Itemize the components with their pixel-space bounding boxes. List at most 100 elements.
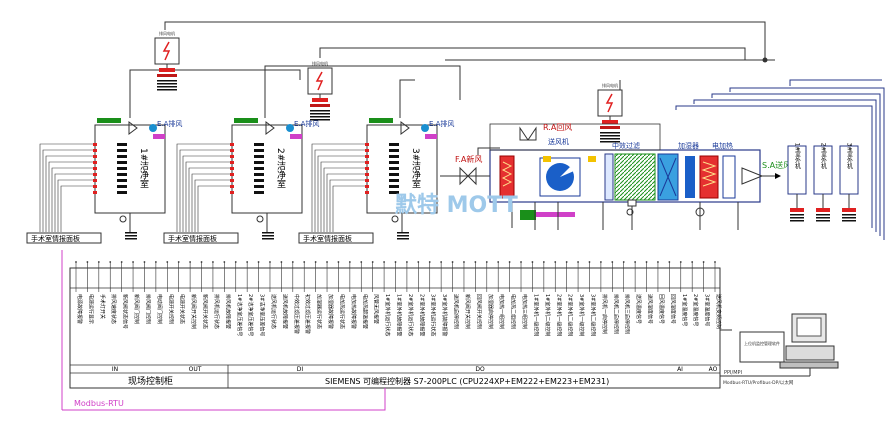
plc-terminal: 送风湿度信号 [645,261,654,324]
plc-terminal-label: 电动阀门控制 [156,294,163,324]
exhaust-fan-1: 排风电机 [154,30,180,91]
plc-terminal-label: 新风阀开关状态 [202,294,209,329]
plc-terminal-label: 3#室温度信号 [704,294,711,326]
plc-terminal: 电加热超温报警 [360,261,368,329]
plc-terminal-label: 电源开关状态 [179,294,186,324]
plc-terminal: 排风机二启停控制 [611,261,619,334]
return-air-label: R.A回风 [543,123,572,132]
plc-terminal: 2#室外机二级控制 [565,261,574,336]
plc-io-group-label: AI [677,366,683,373]
exhaust-fan-3: 排风电机 [597,82,623,143]
plc-terminal: 电加热二组控制 [508,261,517,329]
exhaust-valve-icon [286,124,294,132]
plc-terminal: 送风温度信号 [634,261,642,324]
supply-air-label: S.A送风 [762,160,791,170]
plc-terminal: 3#室外机故障报警 [440,261,448,336]
plc-terminal: 2#室外机一级控制 [554,261,562,336]
plc-terminal: 电源开关控制 [166,261,174,324]
surgery-info-panel [163,232,239,244]
cabinet-label: 现场控制柜 [128,375,173,387]
plc-terminal: 回风温度信号 [657,261,665,324]
plc-terminal-label: 送风机变频控制 [715,294,722,329]
plc-terminal-label: 风管无风报警 [373,294,380,324]
fresh-air-label: F.A新风 [455,154,482,164]
exhaust-valve-icon [149,124,157,132]
plc-terminal-label: 2#室外机二级控制 [567,294,574,336]
plc-terminal: 排风机一启停控制 [599,261,608,334]
plc-terminal-label: 3#洁净室压差信号 [259,294,266,336]
plc-block: 电源故障报警电源运行显示手术灯开关排风速度状态新风阀状态信号新风阀门控制排风阀门… [61,250,732,411]
plc-terminal: 新风阀开关控制 [463,261,471,329]
plc-terminal-label: 手术灯开关 [99,294,106,319]
outdoor-unit-label: 1#室外机 [794,143,801,171]
plc-terminal: 排风阀门控制 [143,261,151,324]
plc-terminal-label: 送风机运行状态 [270,294,277,329]
plc-terminal: 排风机故障报警 [223,261,231,329]
plc-terminal-label: 3#室外机运行状态 [430,294,437,336]
plc-io-group-label: AO [709,366,718,373]
plc-terminal-label: 加湿器故障报警 [327,294,334,329]
plc-terminal-label: 排风机一启停控制 [601,294,608,334]
exhaust-fan-label: 排风电机 [602,82,618,88]
plc-terminal: 送风机启停控制 [451,261,460,329]
plc-terminal: 加湿器故障报警 [326,261,334,329]
clean-room-label: 3#洁净室 [410,148,421,188]
plc-terminal: 手术灯开关 [97,261,106,319]
exhaust-fan-label: 排风电机 [159,30,175,36]
plc-terminal-label: 1#室外机运行状态 [384,294,391,336]
plc-terminal-label: 1#室外机二级控制 [544,294,551,336]
heater-label: 电加热 [712,141,733,150]
plc-terminal-label: 2#室外机故障报警 [418,294,425,336]
plc-terminal: 初效过滤压差报警 [303,261,311,334]
plc-terminal-label: 3#室外机一级控制 [578,294,585,336]
plc-frame [69,267,721,389]
plc-terminal: 3#室外机运行状态 [428,261,437,336]
plc-terminal: 3#洁净室压差信号 [257,261,266,336]
plc-terminal: 1#洁净室压差信号 [234,261,243,336]
surgery-panel-label: 手术室情报面板 [31,234,80,243]
power-icon [605,93,614,113]
plc-terminal: 排风机三启停控制 [622,261,631,334]
exhaust-air-label: E.A排风 [294,119,319,128]
plc-terminal: 风管无风报警 [371,261,380,324]
plc-terminal-label: 1#洁净室压差信号 [236,294,243,336]
plc-terminal-label: 回风温度信号 [658,294,665,324]
surgery-panel-label: 手术室情报面板 [303,234,352,243]
plc-io-group-label: OUT [189,366,202,373]
mid-efficiency-filter [614,153,656,201]
plc-terminal-label: 1#室外机故障报警 [396,294,403,336]
power-icon [162,41,171,61]
exhaust-fan-2: 排风电机 [307,60,333,121]
link-label-ppi: PPI/MPI [724,370,742,376]
surgery-info-panel [298,232,374,244]
plc-terminal-label: 新风阀门控制 [133,294,140,324]
plc-title: SIEMENS 可编程控制器 S7-200PLC (CPU224XP+EM222… [325,376,609,386]
terminal-strip [97,118,121,123]
plc-terminal-label: 排风机三启停控制 [624,294,631,334]
plc-terminal: 送风机变频控制 [714,261,722,329]
plc-terminal: 排风机运行状态 [212,261,220,329]
plc-terminal-label: 排风阀门控制 [144,294,151,324]
plc-terminal-label: 电源故障报警 [76,294,83,324]
top-wiring [129,21,885,240]
plc-terminal: 2#室外机故障报警 [417,261,425,336]
plc-terminal: 回风阀开关控制 [474,261,482,329]
plc-terminal: 新风阀门控制 [132,261,140,324]
plc-terminal-label: 2#室外机运行状态 [407,294,414,336]
plc-terminal-label: 电源运行显示 [87,294,94,324]
plc-terminal-label: 排风速度状态 [110,294,117,324]
filter-label: 中效过滤 [612,141,640,150]
software-screen [739,331,785,363]
plc-terminal-label: 电加热二组控制 [510,294,517,329]
pc-workstation: 上位机监控管理软件 PPI/MPI Modbus-RTU/Profibus-DP… [720,313,839,386]
plc-terminal-label: 加湿器启停控制 [487,294,494,329]
plc-terminal: 1#室外机故障报警 [394,261,403,336]
software-label: 上位机监控管理软件 [744,340,780,346]
electric-heater [699,155,719,199]
surgery-panel-label: 手术室情报面板 [168,234,217,243]
plc-terminal: 电加热运行状态 [337,261,345,329]
